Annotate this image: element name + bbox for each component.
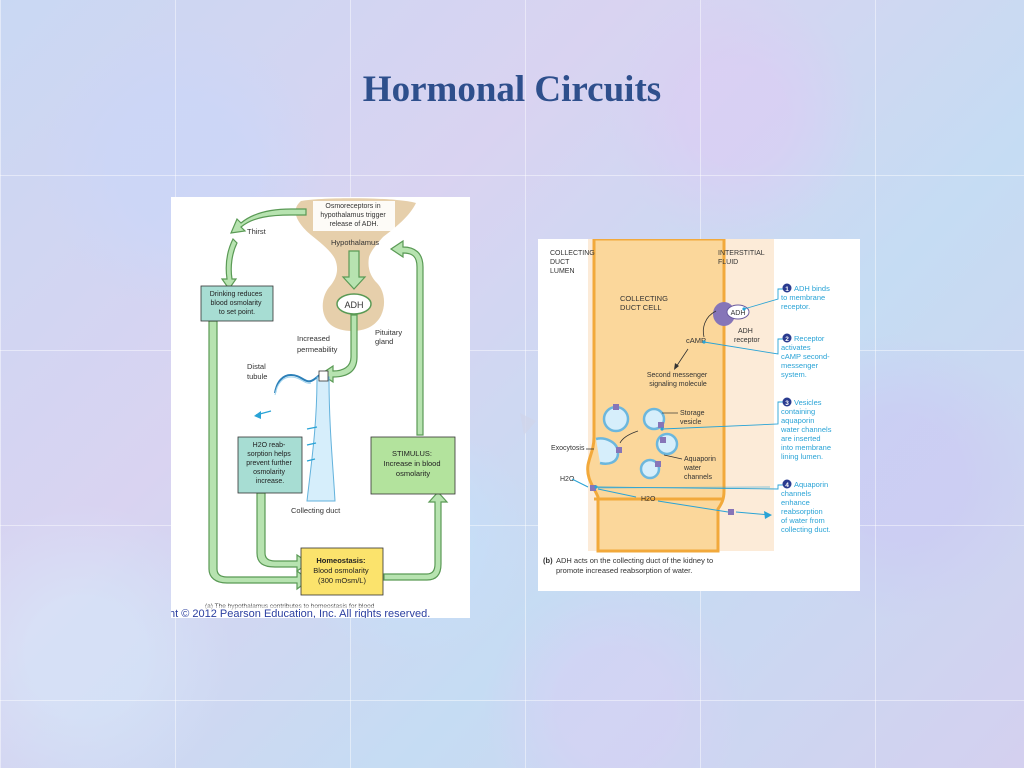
distal-label: Distal tubule xyxy=(247,362,268,381)
collecting-duct-cell xyxy=(586,237,726,553)
collecting-duct-label: Collecting duct xyxy=(291,506,341,515)
grid-line xyxy=(0,350,1024,351)
messenger-label: Second messenger signaling molecule xyxy=(647,372,709,388)
svg-text:Receptor activates: Receptor activates cAMP second- messenge… xyxy=(781,334,832,379)
lumen-label: COLLECTING DUCT LUMEN xyxy=(550,250,597,275)
aquaporin-label: Aquaporin water channels xyxy=(683,456,718,481)
homeostasis-text: Homeostasis: Blood osmolarity (300 mOsm/… xyxy=(313,556,371,585)
adh-label: ADH xyxy=(344,300,363,310)
copyright-text: ht © 2012 Pearson Education, Inc. All ri… xyxy=(171,608,430,618)
step-3: 3 Vesicles containing aquaporin water ch… xyxy=(780,397,834,461)
pituitary-label: Pituitary gland xyxy=(375,328,404,346)
grid-line xyxy=(0,700,1024,701)
thirst-label: Thirst xyxy=(247,227,267,236)
callout-dots xyxy=(594,307,746,489)
svg-text:Aquaporin channels: Aquaporin channels enhance reabsorption … xyxy=(781,480,831,534)
grid-line xyxy=(875,0,876,768)
figure-a-diagram: ADH Osmoreceptors in hypothalamus trigge… xyxy=(169,198,470,620)
grid-line xyxy=(0,0,1,768)
h2o-mid-label: H2O xyxy=(641,496,656,503)
interstitial-label: INTERSTITIAL FLUID xyxy=(718,250,766,266)
camp-label: cAMP xyxy=(686,336,706,345)
svg-text:2: 2 xyxy=(785,336,789,343)
hypothalamus-label: Hypothalamus xyxy=(331,238,379,247)
reabsorption-text: H2O reab- sorption helps prevent further… xyxy=(246,442,293,485)
drinking-text: Drinking reduces blood osmolarity to set… xyxy=(210,291,264,316)
step-2: 2 Receptor activates cAMP second- messen… xyxy=(781,333,832,379)
figure-hypothalamus-circuit: ADH Osmoreceptors in hypothalamus trigge… xyxy=(169,197,470,620)
permeability-label: Increased permeability xyxy=(297,334,338,354)
homeostasis-box xyxy=(300,547,384,596)
step-1: 1 ADH binds to membrane receptor. xyxy=(781,283,832,311)
callout-lines xyxy=(595,288,784,490)
adh-b-label: ADH xyxy=(731,310,746,317)
osmoreceptor-label: Osmoreceptors in hypothalamus trigger re… xyxy=(320,203,387,228)
water-flow-arrows xyxy=(571,478,771,516)
svg-text:4: 4 xyxy=(785,482,789,489)
grid-line xyxy=(0,175,1024,176)
figure-collecting-duct: COLLECTING DUCT LUMEN INTERSTITIAL FLUID… xyxy=(538,237,860,591)
stimulus-text: STIMULUS: Increase in blood osmolarity xyxy=(383,449,442,478)
slide-title: Hormonal Circuits xyxy=(362,69,662,110)
reabsorption-box xyxy=(237,436,303,494)
figure-b-diagram: COLLECTING DUCT LUMEN INTERSTITIAL FLUID… xyxy=(538,237,834,575)
step-4: 4 Aquaporin channels enhance reabsorptio… xyxy=(781,479,831,534)
exocytosis-label: Exocytosis xyxy=(551,445,585,452)
h2o-left-label: H2O xyxy=(560,476,575,483)
collecting-duct xyxy=(306,376,336,502)
storage-label: Storage vesicle xyxy=(680,410,706,426)
svg-text:Vesicles containing: Vesicles containing aquaporin water chan… xyxy=(780,398,834,461)
receptor-label: ADH receptor xyxy=(734,328,760,344)
svg-text:ADH binds to membrane: ADH binds to membrane receptor. xyxy=(781,284,832,311)
grid-line xyxy=(525,0,526,768)
distal-tubule xyxy=(274,372,326,394)
svg-text:3: 3 xyxy=(785,400,789,407)
cell-label: COLLECTING DUCT CELL xyxy=(620,294,670,312)
grid-line xyxy=(0,525,1024,526)
figure-b-caption: (b) ADH acts on the collecting duct of t… xyxy=(543,556,715,575)
drinking-box xyxy=(200,285,274,322)
svg-text:1: 1 xyxy=(785,286,789,293)
stimulus-box xyxy=(370,436,456,495)
adh-oval xyxy=(336,293,372,315)
aquaporin-channels xyxy=(590,404,734,515)
